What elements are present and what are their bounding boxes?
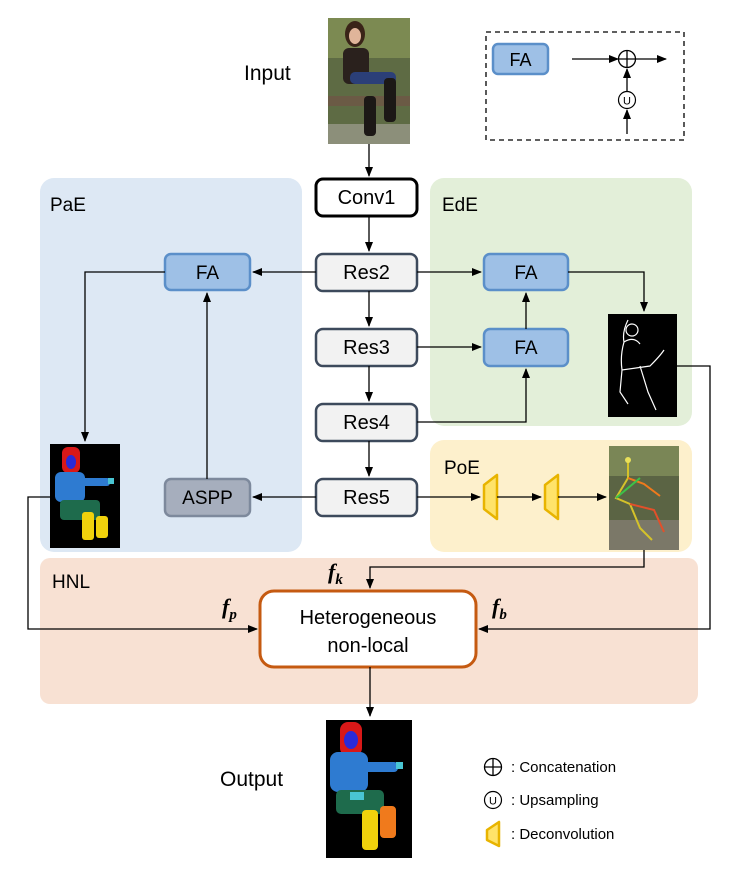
fa-ede-mid-label: FA [514,338,538,359]
hnl-block [258,589,478,669]
edge-map [608,314,677,417]
input-photo [328,18,410,144]
hnl-label-line1: Heterogeneous [300,607,437,629]
input-label: Input [244,62,291,85]
legend-concat-symbol [617,49,637,69]
hnl-label-line2: non-local [327,635,408,657]
res2-label: Res2 [343,262,390,284]
legend-deconv-label: : Deconvolution [511,826,614,843]
svg-text:U: U [623,96,631,108]
upsample-symbol: U [483,790,503,810]
legend-fa-block [491,42,550,76]
fb-label: fb [492,594,507,623]
res3-label: Res3 [343,337,390,359]
hnl-label: HNL [52,572,90,593]
pae-label: PaE [50,195,86,216]
res4-label: Res4 [343,412,390,434]
legend-upsample-label: : Upsampling [511,792,599,809]
concat-symbol [483,757,503,777]
fa-ede-top-label: FA [514,263,538,284]
legend-fa-box [485,31,685,141]
res5-label: Res5 [343,487,390,509]
fa-pae-label: FA [196,263,220,284]
fk-label: fk [328,559,343,588]
output-parsing-map [326,720,412,858]
deconv-layer-2 [543,473,560,521]
fp-label: fp [222,594,237,623]
legend-concat-label: : Concatenation [511,759,616,776]
svg-text:U: U [489,796,497,808]
legend-upsample-symbol: U [617,90,637,110]
deconv-layer-1 [482,473,499,521]
aspp-label: ASPP [182,488,233,509]
poe-label: PoE [444,458,480,479]
pose-map [609,446,679,550]
legend-fa-label: FA [509,50,531,70]
conv1-block [314,177,419,218]
deconv-symbol [485,820,501,848]
parsing-map [50,444,120,548]
conv1-label: Conv1 [338,187,396,209]
output-label: Output [220,768,283,791]
ede-label: EdE [442,195,478,216]
